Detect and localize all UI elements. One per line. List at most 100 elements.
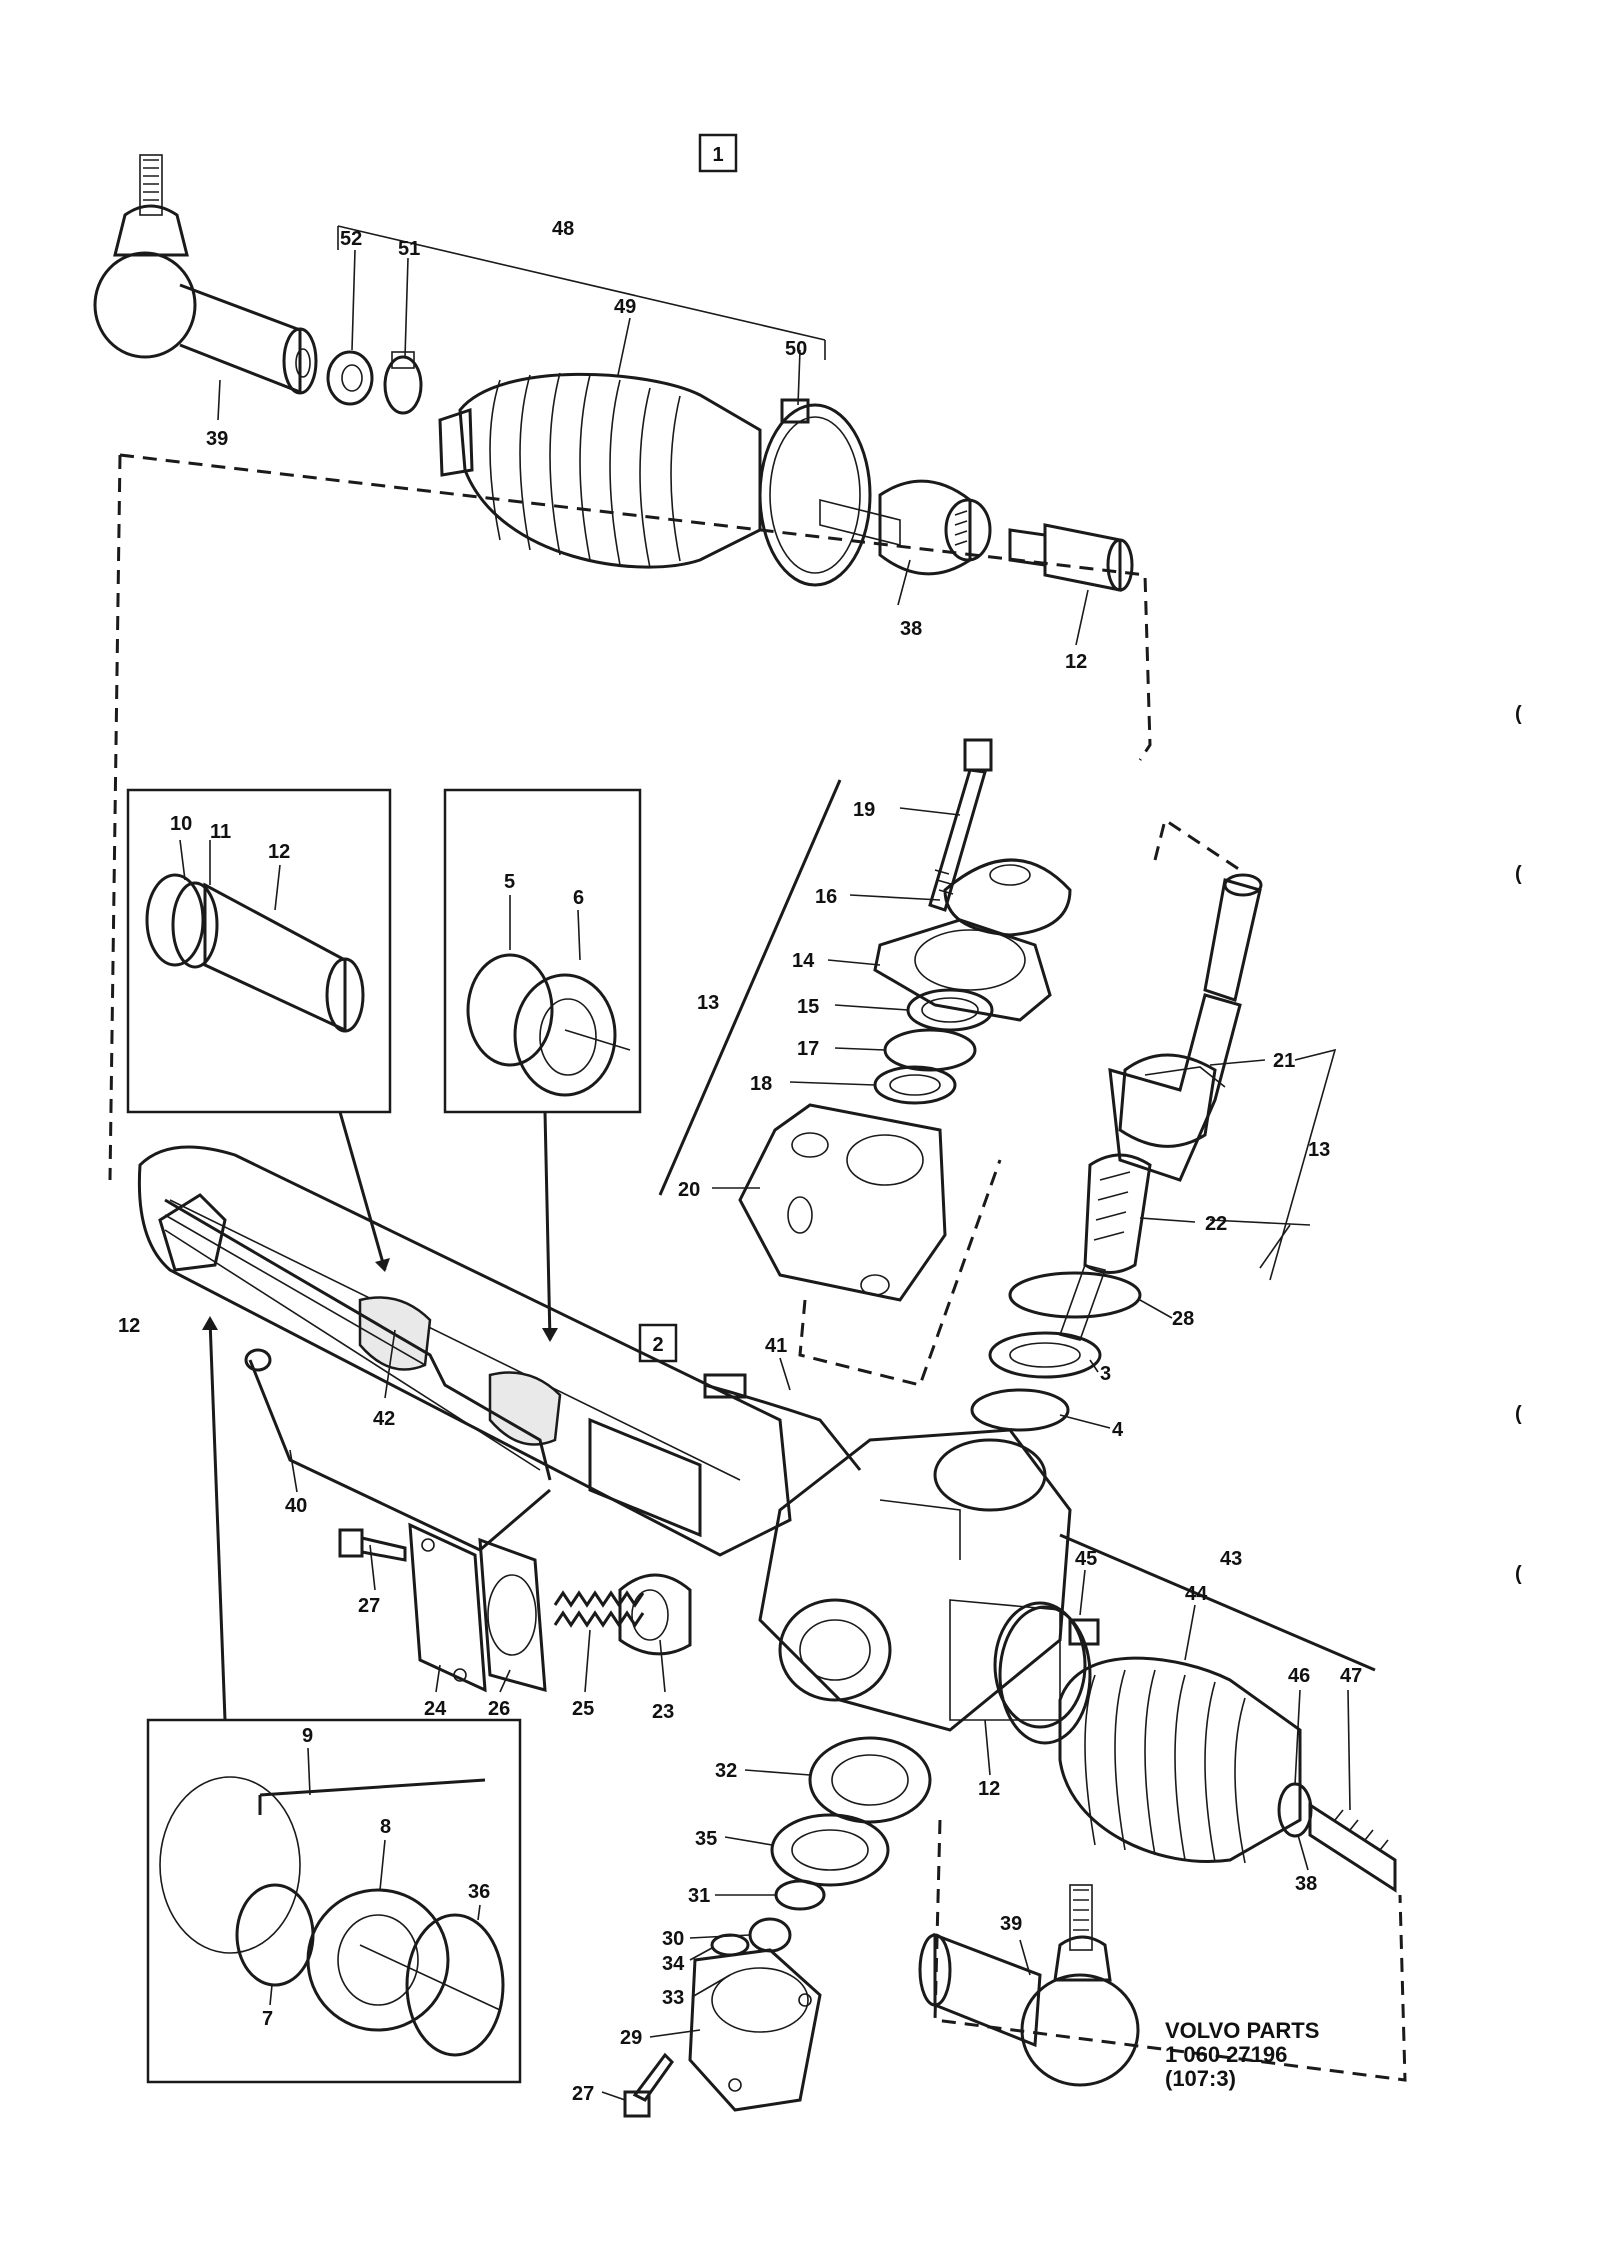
- callout-16: 16: [815, 886, 837, 908]
- connection-line-left: [108, 454, 122, 1181]
- callout-24: 24: [424, 1698, 447, 1720]
- callout-12-left: 12: [118, 1315, 140, 1337]
- connection-line-valve: [798, 1159, 1002, 1387]
- rack-end-12-top: [1008, 523, 1134, 592]
- callout-19: 19: [853, 799, 875, 821]
- callout-9: 9: [302, 1725, 313, 1747]
- callout-34: 34: [662, 1953, 685, 1975]
- connection-line-top: [119, 453, 1152, 761]
- bolt-27-bottom: [623, 2052, 674, 2118]
- sheet-marker-1: 1: [698, 133, 738, 173]
- callout-38-top: 38: [900, 618, 922, 640]
- washer-31: [774, 1879, 826, 1911]
- callout-46: 46: [1288, 1665, 1310, 1687]
- callout-21: 21: [1273, 1050, 1295, 1072]
- callout-14: 14: [792, 950, 815, 972]
- spring-25: [553, 1590, 645, 1628]
- nut-30: [748, 1917, 792, 1953]
- callout-7: 7: [262, 2008, 273, 2030]
- callout-30: 30: [662, 1928, 684, 1950]
- callout-44: 44: [1185, 1583, 1208, 1605]
- nut-52: [326, 350, 374, 406]
- bearing-15: [906, 988, 994, 1032]
- bolt-19: [928, 738, 993, 912]
- callout-12-top: 12: [1065, 651, 1087, 673]
- fluid-pipe-41: [703, 1373, 862, 1471]
- lock-plate-34: [710, 1933, 750, 1957]
- credit-line-3: (107:3): [1165, 2066, 1236, 2091]
- callout-52: 52: [340, 228, 362, 250]
- parts-credit: VOLVO PARTS 1 060 27196 (107:3): [1165, 2018, 1319, 2091]
- callout-12-right: 12: [978, 1778, 1000, 1800]
- callout-27-top: 27: [358, 1595, 380, 1617]
- callout-6: 6: [573, 887, 584, 909]
- pinion-shaft-22: [1108, 873, 1263, 1182]
- callout-22: 22: [1205, 1213, 1227, 1235]
- cover-plate-24: [408, 1522, 487, 1693]
- gear-22: [1058, 1153, 1152, 1341]
- connection-line-pinion: [1153, 817, 1241, 872]
- ring-4: [970, 1388, 1070, 1432]
- cap-33-29: [688, 1948, 822, 2112]
- margin-mark-4: (: [1515, 1563, 1522, 1585]
- cover-14: [873, 918, 1052, 1022]
- callout-39-top: 39: [206, 428, 228, 450]
- ring-17: [883, 1028, 977, 1072]
- svg-text:2: 2: [652, 1334, 663, 1356]
- arrow-inset-bushing: [543, 1111, 552, 1341]
- yoke-23: [618, 1573, 692, 1656]
- margin-mark-1: (: [1515, 703, 1522, 725]
- callout-5: 5: [504, 871, 515, 893]
- detail-inset-seal: [126, 788, 392, 1114]
- seal-18: [873, 1065, 957, 1105]
- callout-45: 45: [1075, 1548, 1097, 1570]
- callout-35: 35: [695, 1828, 717, 1850]
- detail-inset-bushing: [443, 788, 642, 1114]
- callout-23: 23: [652, 1701, 674, 1723]
- svg-text:1: 1: [712, 144, 723, 166]
- cap-16: [943, 858, 1072, 937]
- callout-11: 11: [210, 821, 231, 843]
- margin-marks: ( ( ( (: [1515, 703, 1522, 1585]
- leader-lines: [179, 225, 1351, 2101]
- callout-15: 15: [797, 996, 819, 1018]
- bolt-27-top: [338, 1528, 407, 1562]
- bearing-32: [808, 1736, 932, 1824]
- callout-13-right: 13: [1308, 1139, 1330, 1161]
- callout-28: 28: [1172, 1308, 1194, 1330]
- callout-8: 8: [380, 1816, 391, 1838]
- bracket-43: [1059, 1533, 1376, 1672]
- nut-46: [1277, 1782, 1313, 1838]
- callout-13-left: 13: [697, 992, 719, 1014]
- rack-housing: [137, 1145, 792, 1557]
- seal-3: [988, 1331, 1102, 1379]
- callout-29: 29: [620, 2027, 642, 2049]
- callout-48: 48: [552, 218, 574, 240]
- callout-31: 31: [688, 1885, 710, 1907]
- callout-33: 33: [662, 1987, 684, 2009]
- clamp-45: [998, 1605, 1100, 1745]
- gasket-26: [478, 1537, 547, 1693]
- callout-49: 49: [614, 296, 636, 318]
- clip-51: [383, 351, 423, 415]
- callout-36: 36: [468, 1881, 490, 1903]
- bellows-44: [1058, 1656, 1302, 1864]
- callout-41: 41: [765, 1335, 787, 1357]
- callout-27-bottom: 27: [572, 2083, 594, 2105]
- fluid-pipe-42: [164, 1198, 552, 1481]
- callout-43: 43: [1220, 1548, 1242, 1570]
- callout-17: 17: [797, 1038, 819, 1060]
- tie-rod-end-left: [93, 154, 318, 395]
- callout-32: 32: [715, 1760, 737, 1782]
- callout-47: 47: [1340, 1665, 1362, 1687]
- callout-10: 10: [170, 813, 192, 835]
- callout-40: 40: [285, 1495, 307, 1517]
- bracket-13-left: [658, 779, 842, 1196]
- inner-joint-38-top: [819, 479, 992, 576]
- connection-line-right: [933, 1819, 1407, 2082]
- tie-rod-end-right: [918, 1884, 1140, 2087]
- callout-4: 4: [1112, 1419, 1124, 1441]
- callout-12-inset: 12: [268, 841, 290, 863]
- arrow-inset-seal: [338, 1111, 387, 1271]
- seal-28: [1008, 1271, 1142, 1319]
